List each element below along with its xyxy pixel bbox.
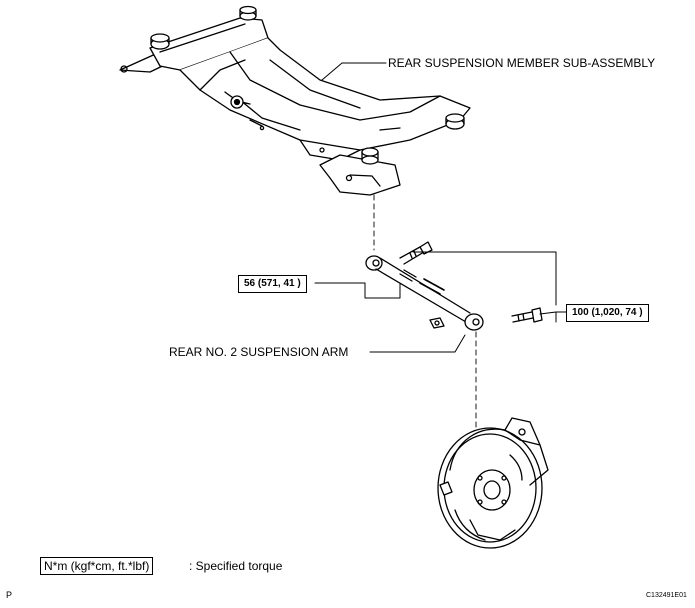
member-leader-line bbox=[321, 62, 387, 81]
torque-left-leader bbox=[314, 282, 401, 299]
arm-leader-line bbox=[369, 334, 466, 353]
arm-label: REAR NO. 2 SUSPENSION ARM bbox=[169, 345, 349, 359]
axle-carrier-drawing bbox=[437, 417, 549, 549]
suspension-arm-drawing bbox=[365, 241, 543, 331]
legend-unit-box: N*m (kgf*cm, ft.*lbf) bbox=[40, 557, 154, 575]
member-label: REAR SUSPENSION MEMBER SUB-ASSEMBLY bbox=[388, 56, 656, 70]
suspension-member-drawing bbox=[119, 5, 471, 196]
figure-code: C132491E01 bbox=[646, 592, 687, 599]
page-mark: P bbox=[6, 590, 13, 600]
legend-text: : Specified torque bbox=[189, 559, 283, 573]
torque-box-right: 100 (1,020, 74 ) bbox=[566, 304, 649, 322]
torque-box-left: 56 (571, 41 ) bbox=[238, 275, 307, 293]
